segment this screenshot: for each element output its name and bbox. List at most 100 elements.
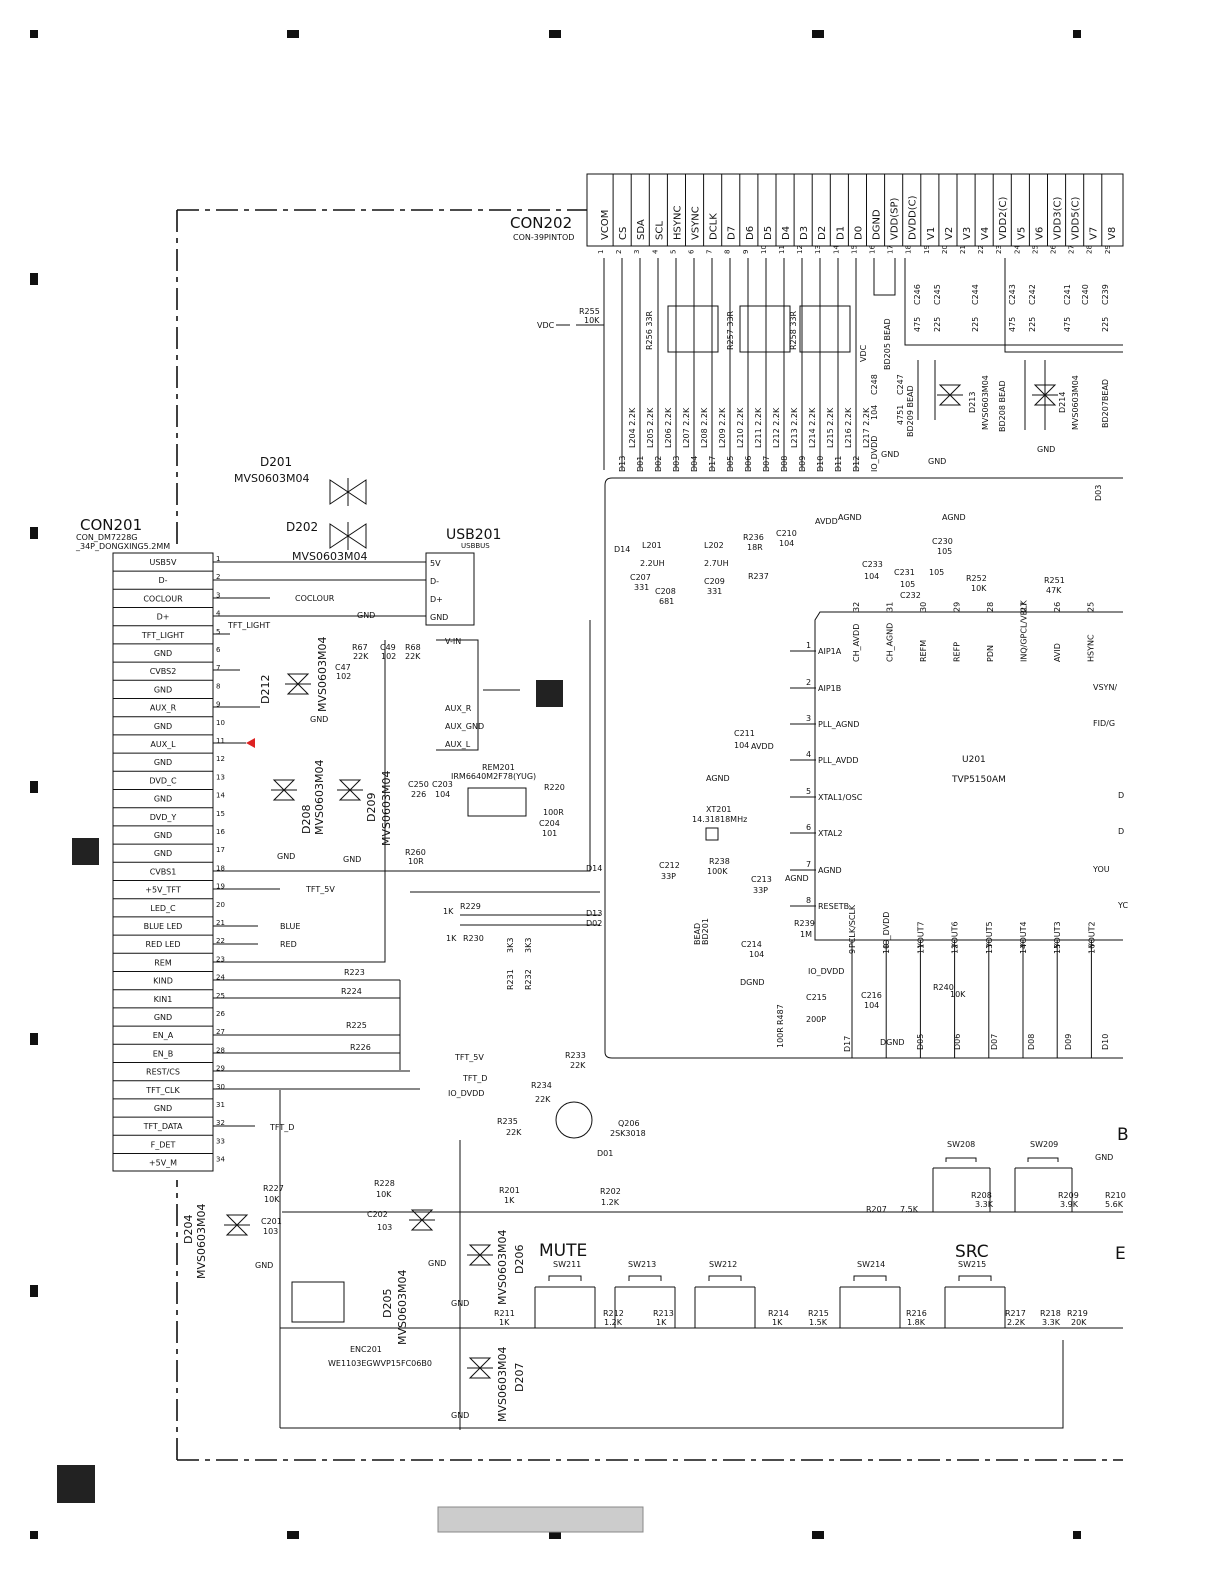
- d02-net-label: D02: [586, 919, 602, 928]
- c204v-label: 101: [542, 829, 557, 838]
- con202-pin-number: 21: [959, 245, 967, 254]
- c233-label: C233: [862, 560, 883, 569]
- tactile-switch-symbols: [534, 1157, 1073, 1328]
- enc201-part: WE1103EGWVP15FC06B0: [328, 1359, 432, 1368]
- u201-bottom-pin-name: YOUT3: [1053, 921, 1062, 949]
- mute-label: MUTE: [539, 1241, 587, 1261]
- d01-net-label: D01: [597, 1149, 613, 1158]
- r216v-label: 1.8K: [907, 1318, 926, 1327]
- u201-left-pin-name: AIP1B: [818, 684, 841, 693]
- gnd-net-label: GND: [451, 1299, 469, 1308]
- r238v-label: 100K: [707, 867, 728, 876]
- u201-top-pin-number: 26: [1053, 602, 1062, 612]
- r212-label: R212: [603, 1309, 624, 1318]
- c47-label: C47: [335, 663, 351, 672]
- cap-value-475: 475: [913, 317, 922, 332]
- u201-left-pin-number: 7: [806, 860, 811, 869]
- cap-value-225: 225: [1101, 317, 1110, 332]
- c209-label: C209: [704, 577, 725, 586]
- con201-pin-number: 16: [216, 828, 225, 836]
- d207-part: MVS0603M04: [496, 1347, 509, 1422]
- con202-pin-number: 22: [977, 245, 985, 254]
- bottom-net-label: D05: [916, 1034, 925, 1050]
- line-resistor-label: L213 2.2K: [790, 407, 799, 448]
- r255-value: 10K: [584, 316, 600, 325]
- dnet-label: D12: [852, 456, 861, 472]
- c209v-label: 331: [707, 587, 722, 596]
- con201-pin-label: RED LED: [146, 940, 181, 949]
- r215v-label: 1.5K: [809, 1318, 828, 1327]
- gnd-net-label: GND: [277, 852, 295, 861]
- con201-pin-label: D-: [158, 576, 167, 585]
- c211v-label: 104: [734, 741, 749, 750]
- d204-ref: D204: [182, 1215, 195, 1244]
- r228v-label: 10K: [376, 1190, 392, 1199]
- vdc-net-label-2: VDC: [859, 344, 868, 362]
- con202-pin-number: 23: [995, 245, 1003, 254]
- d209-ref: D209: [365, 793, 378, 822]
- con202-pin-number: 4: [651, 249, 659, 254]
- con201-pin-label: GND: [154, 831, 172, 840]
- con202-pin-label: D6: [745, 226, 756, 240]
- con201-pin-label: LED_C: [150, 904, 176, 913]
- c248-value: 104: [870, 405, 879, 420]
- r227v-label: 10K: [264, 1195, 280, 1204]
- con201-pin-number: 5: [216, 628, 220, 636]
- u201-left-pin-name: XTAL2: [818, 829, 843, 838]
- con202-pin-label: D4: [781, 226, 792, 240]
- r260v-label: 10R: [408, 857, 424, 866]
- con202-pin-number: 12: [796, 245, 804, 254]
- con201-pin-label: AUX_R: [150, 704, 177, 713]
- usb201-connector: [425, 552, 475, 626]
- switch-label: SW211: [553, 1260, 581, 1269]
- u201-left-pin-name: PLL_AVDD: [818, 756, 859, 765]
- bottom-net-label: D10: [1101, 1034, 1110, 1050]
- c241-label: C241: [1063, 284, 1072, 305]
- board-outline: [176, 209, 1123, 1461]
- u201-left-pin-name: RESETB: [818, 902, 849, 911]
- con202-pin-label: D1: [835, 226, 846, 240]
- con201-pin-label: KIND: [153, 977, 173, 986]
- xt201-crystal: [705, 827, 719, 841]
- sheet-marker-a: [72, 838, 99, 865]
- cap-value-225: 225: [971, 317, 980, 332]
- r210-label: R210: [1105, 1191, 1126, 1200]
- xt201-ref: XT201: [706, 805, 732, 814]
- r68-label: R68: [405, 643, 421, 652]
- con201-pin-label: GND: [154, 1104, 172, 1113]
- u201-top-pin-name: REFP: [953, 642, 962, 662]
- con202-pin-label: D7: [727, 226, 738, 240]
- dnet-label: D17: [708, 456, 717, 472]
- con201-pin-number: 15: [216, 810, 225, 818]
- aux-block-marker: [536, 680, 563, 707]
- c232v-label: 105: [929, 568, 944, 577]
- bottom-net-label: D06: [953, 1034, 962, 1050]
- diode-labels: D201 MVS0603M04 D202 MVS0603M04 D212 MVS…: [182, 375, 1080, 1422]
- con202-wiring: [556, 258, 1123, 470]
- con202-pin-number: 9: [742, 250, 750, 254]
- c243-label: C243: [1008, 284, 1017, 305]
- con201-pin-number: 20: [216, 901, 225, 909]
- con201-pin-label: GND: [154, 649, 172, 658]
- d14-net-label: D14: [586, 864, 602, 873]
- u201-left-pin-name: AIP1A: [818, 647, 842, 656]
- con202-pin-label: V8: [1107, 227, 1118, 240]
- dnet-label: D08: [780, 456, 789, 472]
- con201-pin-number: 33: [216, 1137, 225, 1145]
- d202-ref: D202: [286, 520, 318, 534]
- src-label: SRC: [955, 1242, 989, 1262]
- tft-light-net-label: TFT_LIGHT: [227, 621, 270, 630]
- u201-top-pin-number: 30: [919, 602, 928, 612]
- c203v-label: 104: [435, 790, 450, 799]
- d213-ref: D213: [968, 392, 977, 413]
- con201-pin-label: BLUE LED: [144, 922, 183, 931]
- con202-pin-label: VDD2(C): [998, 197, 1009, 240]
- switch-label: SW208: [947, 1140, 975, 1149]
- con202-pin-number: 5: [669, 250, 677, 254]
- rem201-ir-receiver: [467, 787, 527, 817]
- r235-label: R235: [497, 1117, 518, 1126]
- r207-label: R207: [866, 1205, 887, 1214]
- q206-transistor: [555, 1101, 593, 1139]
- u201-top-pin-number: 27: [1020, 602, 1029, 612]
- con201-pin-label: REM: [154, 958, 172, 967]
